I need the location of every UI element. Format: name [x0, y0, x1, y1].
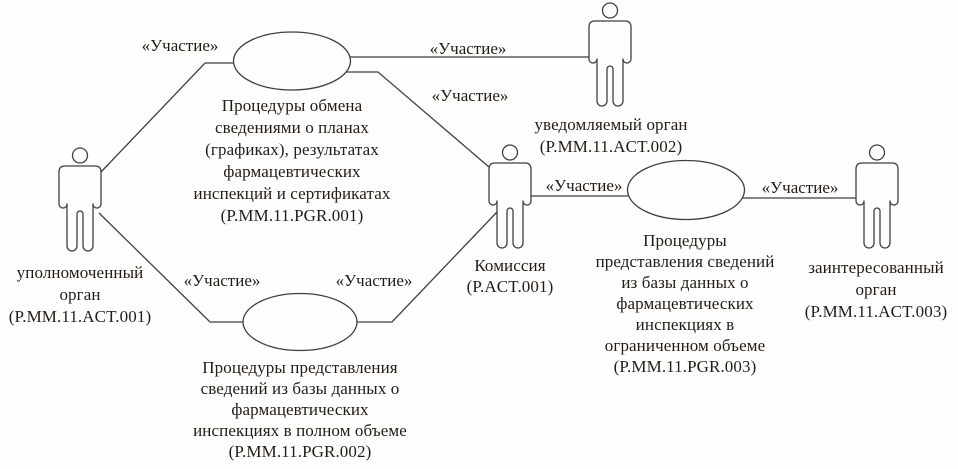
stereotype-uchastie-label: «Участие» — [429, 39, 507, 58]
actor-notified-body-label: уведомляемый орган (P.MM.11.ACT.002) — [534, 115, 688, 156]
edge-authorized-to-pgr001-line — [100, 62, 233, 173]
stereotype-uchastie-label: «Участие» — [431, 86, 509, 105]
edge-pgr002-to-commission-line — [357, 211, 498, 323]
actor-interested-body-label: заинтересованный орган (P.MM.11.ACT.003) — [804, 258, 948, 321]
usecase-pgr003-ellipse — [626, 159, 746, 221]
actor-commission-figure — [488, 144, 532, 249]
actor-commission-label: Комиссия (P.ACT.001) — [466, 256, 554, 296]
usecase-pgr002-ellipse — [242, 292, 358, 352]
edge-pgr001-to-commission-line — [346, 71, 490, 168]
edge-authorized-to-pgr002-line — [98, 212, 243, 323]
stereotype-uchastie-label: «Участие» — [761, 178, 839, 197]
actor-authorized-body-figure — [58, 147, 102, 252]
stereotype-uchastie-label: «Участие» — [335, 271, 413, 290]
actor-authorized-body-label: уполномоченный орган (P.MM.11.ACT.001) — [8, 263, 152, 326]
stereotype-uchastie-label: «Участие» — [141, 36, 219, 55]
actor-interested-body-figure — [855, 144, 899, 249]
usecase-pgr001-ellipse — [232, 31, 352, 91]
actor-notified-body-figure — [588, 2, 632, 107]
usecase-pgr002-label: Процедуры представления сведений из базы… — [193, 358, 407, 461]
usecase-pgr001-label: Процедуры обмена сведениями о планах (гр… — [193, 96, 391, 225]
usecase-pgr003-label: Процедуры представления сведений из базы… — [595, 231, 775, 376]
stereotype-uchastie-label: «Участие» — [545, 176, 623, 195]
stereotype-uchastie-label: «Участие» — [183, 271, 261, 290]
